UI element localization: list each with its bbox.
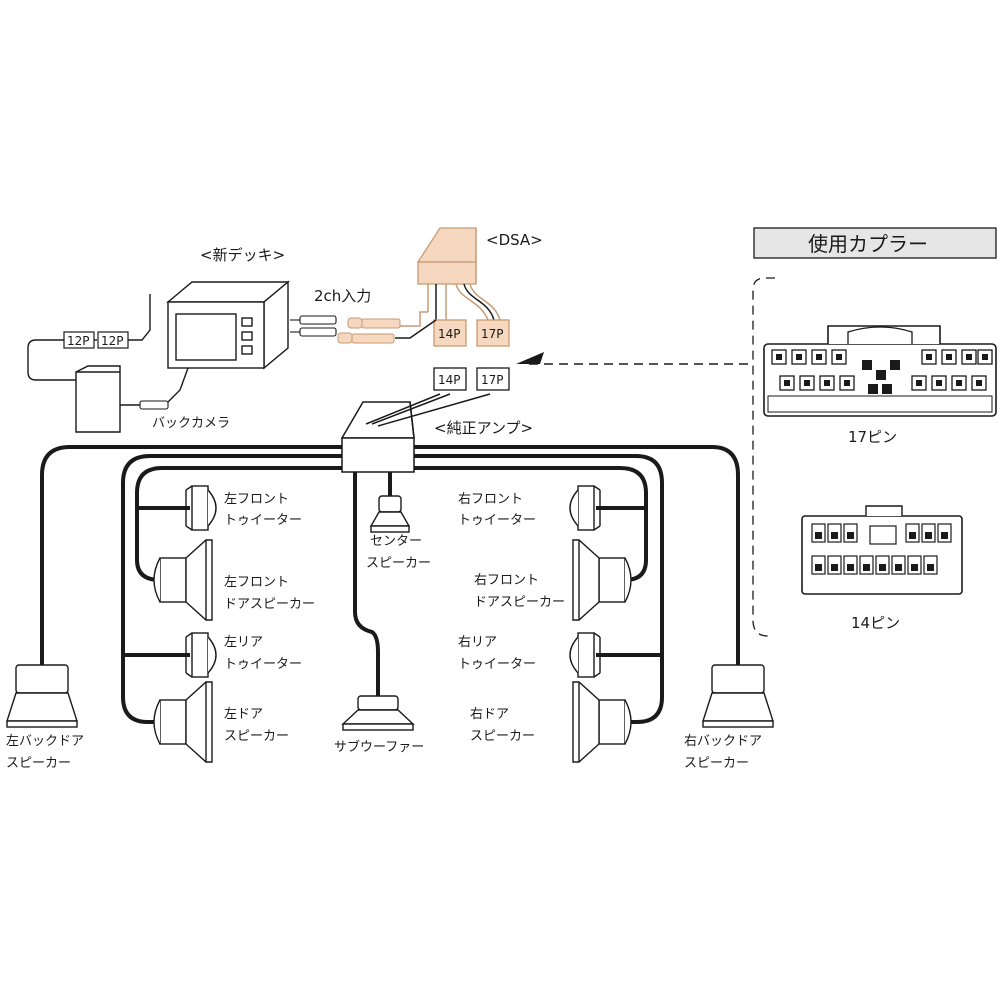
dsa-label: <DSA> xyxy=(486,231,543,249)
l-back-door-label-1: 左バックドア xyxy=(6,734,84,749)
right-rear-tweeter-icon xyxy=(569,632,601,678)
new-deck xyxy=(166,280,290,370)
coupler-panel-title: 使用カプラー xyxy=(808,232,928,256)
dsa-17p-connector: 17P xyxy=(476,319,510,347)
r-door-label-1: 右ドア xyxy=(470,707,509,722)
stock-amp-top xyxy=(340,401,415,439)
stock-amp-label: <純正アンプ> xyxy=(434,419,533,437)
dsa-14p-connector: 14P xyxy=(433,319,467,347)
amp-17p-label: 17P xyxy=(481,373,504,387)
dsa-body xyxy=(417,261,477,285)
rf-tweeter-label-1: 右フロント xyxy=(458,492,523,507)
center-label-2: スピーカー xyxy=(366,556,431,571)
wire-left-inner-loop xyxy=(135,466,342,582)
rca-plugs-deck xyxy=(290,315,337,337)
wire-left-back-door xyxy=(40,445,342,667)
connector-17pin-label: 17ピン xyxy=(848,428,897,446)
left-rear-tweeter-icon xyxy=(185,632,217,678)
l-door-label-2: スピーカー xyxy=(224,729,289,744)
plug-12p-b: 12P xyxy=(97,331,129,349)
back-camera-plug xyxy=(139,400,169,410)
r-door-label-2: スピーカー xyxy=(470,729,535,744)
rf-tweeter-label-2: トゥイーター xyxy=(458,513,536,528)
dsa-14p-label: 14P xyxy=(438,327,461,341)
right-door-speaker-icon xyxy=(572,681,632,763)
wire-left-middle-loop xyxy=(121,454,342,724)
plug-12p-a-label: 12P xyxy=(67,334,90,348)
camera-harness xyxy=(27,294,189,406)
dsa-17p-label: 17P xyxy=(481,327,504,341)
amp-17p-connector: 17P xyxy=(476,367,510,391)
right-back-door-speaker-icon xyxy=(702,664,774,728)
back-camera-label: バックカメラ xyxy=(152,416,230,431)
speaker-layer xyxy=(6,485,774,763)
left-door-speaker-icon xyxy=(153,681,213,763)
center-label-1: センター xyxy=(370,534,422,549)
wire-right-inner-loop xyxy=(412,466,648,582)
coupler-pointer-arrow xyxy=(516,352,544,364)
wire-subwoofer xyxy=(353,470,380,698)
connector-14pin-label: 14ピン xyxy=(851,614,900,632)
lf-door-label-2: ドアスピーカー xyxy=(224,597,315,612)
input-2ch-label: 2ch入力 xyxy=(314,287,371,305)
camera-module xyxy=(75,365,121,433)
dsa-body-top xyxy=(416,227,477,263)
lf-door-label-1: 左フロント xyxy=(224,575,289,590)
lr-tweeter-label-2: トゥイーター xyxy=(224,657,302,672)
new-deck-screen xyxy=(175,313,237,361)
right-front-tweeter-icon xyxy=(569,485,601,531)
stock-amp xyxy=(340,401,415,473)
subwoofer-icon xyxy=(341,695,415,731)
coupler-panel-header xyxy=(753,227,997,259)
amp-14p-connector: 14P xyxy=(433,367,467,391)
subwoofer-label: サブウーファー xyxy=(334,739,424,755)
connector-14pin xyxy=(801,505,963,595)
new-deck-label: <新デッキ> xyxy=(200,246,285,264)
lr-tweeter-label-1: 左リア xyxy=(224,635,263,650)
rca-plugs-dsa xyxy=(337,317,401,344)
rf-door-label-2: ドアスピーカー xyxy=(474,595,565,610)
l-door-label-1: 左ドア xyxy=(224,707,263,722)
dsa-harness xyxy=(427,283,501,321)
dsa-rca-leads xyxy=(395,311,437,339)
left-back-door-speaker-icon xyxy=(6,664,78,728)
lf-tweeter-label-1: 左フロント xyxy=(224,492,289,507)
lf-tweeter-label-2: トゥイーター xyxy=(224,513,302,528)
dsa-unit xyxy=(416,227,477,285)
r-back-door-label-1: 右バックドア xyxy=(684,734,762,749)
connector-17pin xyxy=(763,325,997,417)
rf-door-label-1: 右フロント xyxy=(474,573,539,588)
wire-right-back-door xyxy=(412,445,740,667)
speaker-labels: 左フロント トゥイーター 左フロント ドアスピーカー 左リア トゥイーター 左ド… xyxy=(6,492,762,771)
center-speaker-icon xyxy=(369,495,411,533)
amp-connector-leads xyxy=(365,393,491,427)
left-front-door-speaker-icon xyxy=(153,539,213,621)
amp-14p-label: 14P xyxy=(438,373,461,387)
speaker-wiring xyxy=(40,445,740,724)
left-front-tweeter-icon xyxy=(185,485,217,531)
plug-12p-b-label: 12P xyxy=(101,334,124,348)
right-front-door-speaker-icon xyxy=(572,539,632,621)
coupler-panel-bracket xyxy=(752,277,775,637)
rr-tweeter-label-2: トゥイーター xyxy=(458,657,536,672)
l-back-door-label-2: スピーカー xyxy=(6,756,71,771)
r-back-door-label-2: スピーカー xyxy=(684,756,749,771)
plug-12p-a: 12P xyxy=(63,331,95,349)
wire-right-middle-loop xyxy=(412,454,664,724)
stock-amp-body xyxy=(341,437,415,473)
rr-tweeter-label-1: 右リア xyxy=(458,635,497,650)
